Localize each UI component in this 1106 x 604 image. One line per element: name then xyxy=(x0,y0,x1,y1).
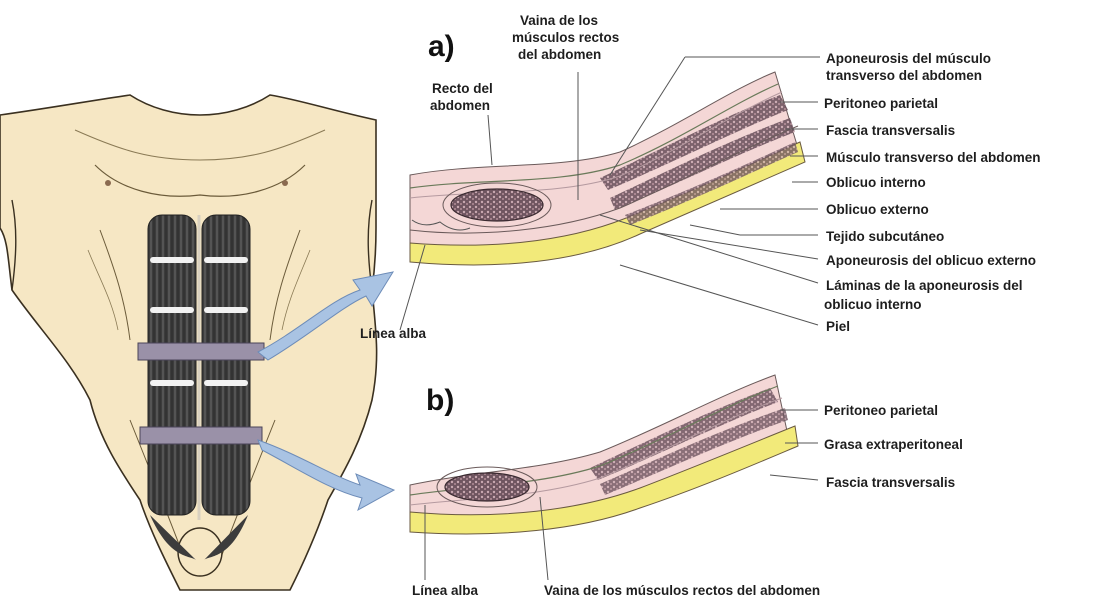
cross-section-b xyxy=(410,375,798,534)
label-apo-transverso-line1: Aponeurosis del músculo xyxy=(826,50,991,67)
label-vaina-line2: músculos rectos xyxy=(512,29,619,46)
label-grasa-extraperitoneal: Grasa extraperitoneal xyxy=(824,436,963,453)
label-fascia-a: Fascia transversalis xyxy=(826,122,955,139)
label-tejido-subcutaneo: Tejido subcutáneo xyxy=(826,228,944,245)
label-vaina-line3: del abdomen xyxy=(518,46,601,63)
label-oblicuo-externo: Oblicuo externo xyxy=(826,201,929,218)
panel-a-letter: a) xyxy=(428,30,455,64)
rectus-abdominis xyxy=(148,215,250,560)
label-fascia-b: Fascia transversalis xyxy=(826,474,955,491)
label-recto-line2: abdomen xyxy=(430,97,490,114)
label-laminas-line1: Láminas de la aponeurosis del xyxy=(826,277,1023,294)
rectus-cross-section-a xyxy=(451,189,543,221)
label-musculo-transverso: Músculo transverso del abdomen xyxy=(826,149,1041,166)
label-apo-oblicuo-externo: Aponeurosis del oblicuo externo xyxy=(826,252,1036,269)
label-laminas-line2: oblicuo interno xyxy=(824,296,922,313)
label-vaina-line1: Vaina de los xyxy=(520,12,598,29)
label-peritoneo-a: Peritoneo parietal xyxy=(824,95,938,112)
rectus-cross-section-b xyxy=(445,473,529,501)
label-vaina-b: Vaina de los músculos rectos del abdomen xyxy=(544,582,820,599)
label-linea-alba-b: Línea alba xyxy=(412,582,478,599)
label-recto-line1: Recto del xyxy=(432,80,493,97)
section-band-lower xyxy=(140,427,262,444)
label-piel: Piel xyxy=(826,318,850,335)
torso-illustration xyxy=(0,95,377,590)
section-band-upper xyxy=(138,343,264,360)
label-apo-transverso-line2: transverso del abdomen xyxy=(826,67,982,84)
label-peritoneo-b: Peritoneo parietal xyxy=(824,402,938,419)
label-linea-alba-a: Línea alba xyxy=(360,325,426,342)
label-oblicuo-interno: Oblicuo interno xyxy=(826,174,926,191)
panel-b-letter: b) xyxy=(426,384,454,418)
